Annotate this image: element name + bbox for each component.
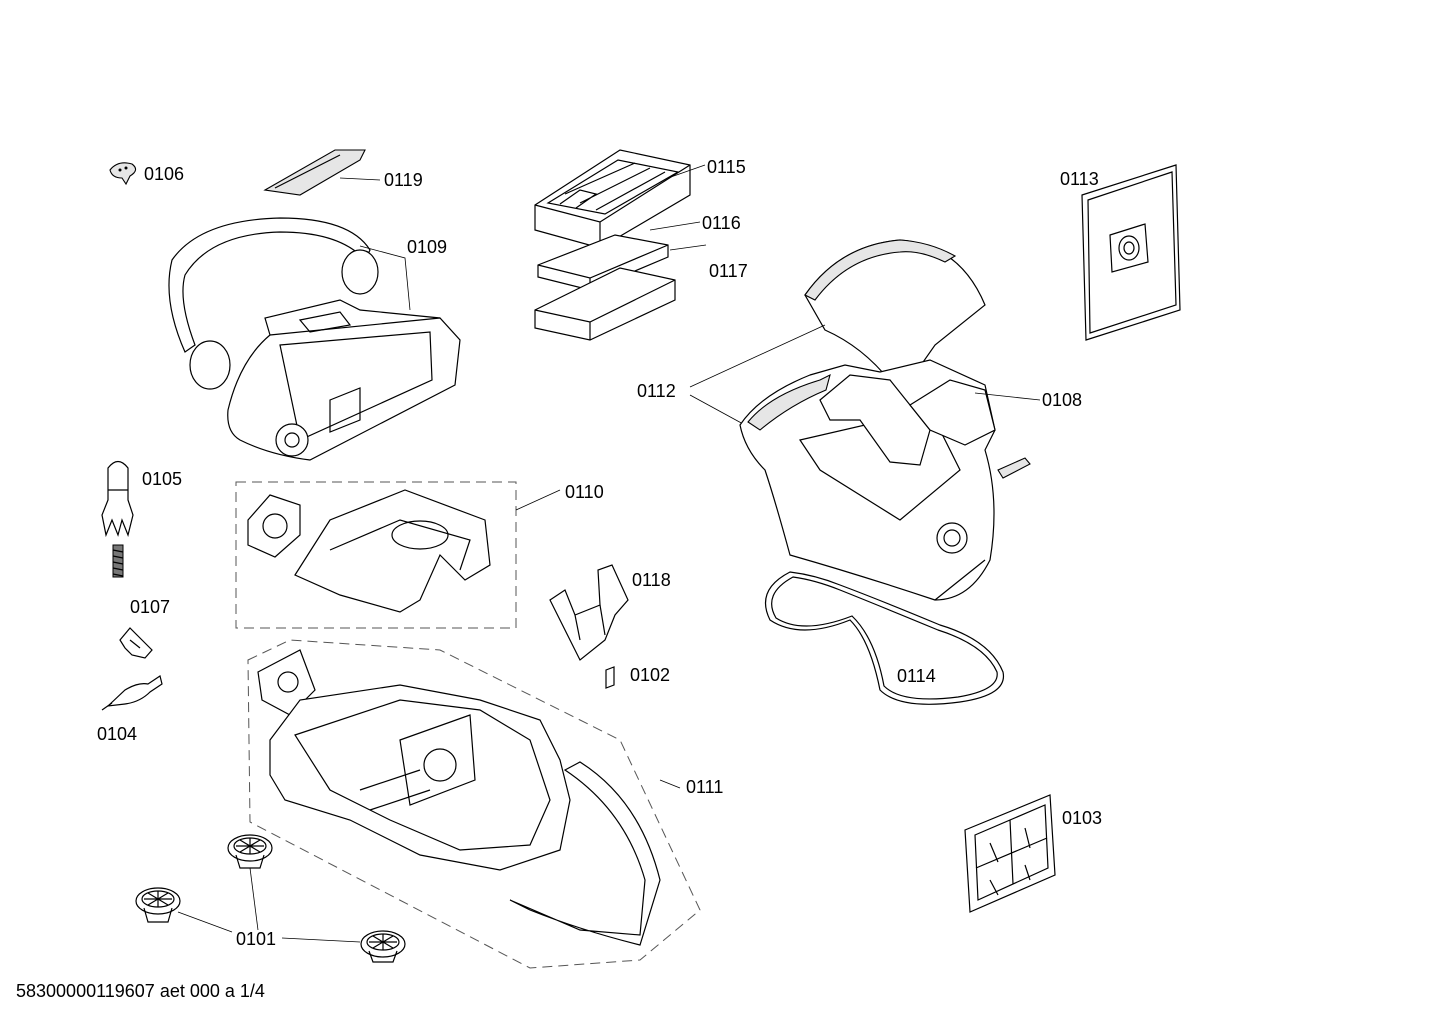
- part-0119-handle-cover-drawing: [263, 149, 381, 196]
- drawing-code: 58300000119607 aet 000 a 1/4: [16, 981, 265, 1001]
- label-0109: 0109: [407, 237, 448, 257]
- part-0101-wheel-2-drawing: [135, 887, 181, 923]
- label-0113: 0113: [1060, 169, 1099, 189]
- part-0107-clip-drawing: [119, 627, 153, 659]
- label-0117: 0117: [709, 261, 748, 281]
- label-0104: 0104: [97, 724, 138, 744]
- part-0101-leaders: [177, 867, 361, 943]
- label-0115: 0115: [707, 157, 746, 177]
- part-0101-wheel-3-drawing: [360, 930, 406, 963]
- part-0113-dust-bag-drawing: [1081, 164, 1181, 341]
- label-0116: 0116: [702, 213, 741, 233]
- part-0105-pin-drawing: [101, 460, 134, 538]
- part-0115-filter-cartridge-drawing: [534, 149, 706, 249]
- label-0112: 0112: [637, 381, 676, 401]
- part-0114-gasket-drawing: [764, 571, 1005, 705]
- part-0111-base-drawing: [247, 639, 701, 969]
- label-0114: 0114: [897, 666, 936, 686]
- label-0101: 0101: [236, 929, 277, 949]
- label-0103: 0103: [1062, 808, 1103, 828]
- part-0108-main-body-drawing: [739, 359, 1041, 601]
- label-0107: 0107: [130, 597, 171, 617]
- part-0109-upper-housing-drawing: [168, 217, 461, 461]
- label-0110: 0110: [565, 482, 604, 502]
- part-0103-filter-grid-drawing: [964, 794, 1056, 913]
- part-0110-motor-carrier-drawing: [235, 481, 561, 629]
- part-0112-lid-drawing: [689, 239, 986, 426]
- part-0117-filter-foam-drawing: [534, 244, 707, 341]
- label-0106: 0106: [144, 164, 185, 184]
- label-0102: 0102: [630, 665, 671, 685]
- part-0104-cable-drawing: [101, 675, 163, 711]
- part-0106-clip-drawing: [109, 162, 137, 186]
- label-0119: 0119: [384, 170, 423, 190]
- part-0107-spring-drawing: [112, 544, 124, 578]
- label-0118: 0118: [632, 570, 671, 590]
- part-0101-wheel-1-drawing: [227, 834, 273, 869]
- part-0118-holder-drawing: [549, 564, 629, 661]
- part-0102-plate-drawing: [605, 666, 615, 689]
- label-0108: 0108: [1042, 390, 1083, 410]
- label-0105: 0105: [142, 469, 183, 489]
- label-0111: 0111: [686, 777, 724, 797]
